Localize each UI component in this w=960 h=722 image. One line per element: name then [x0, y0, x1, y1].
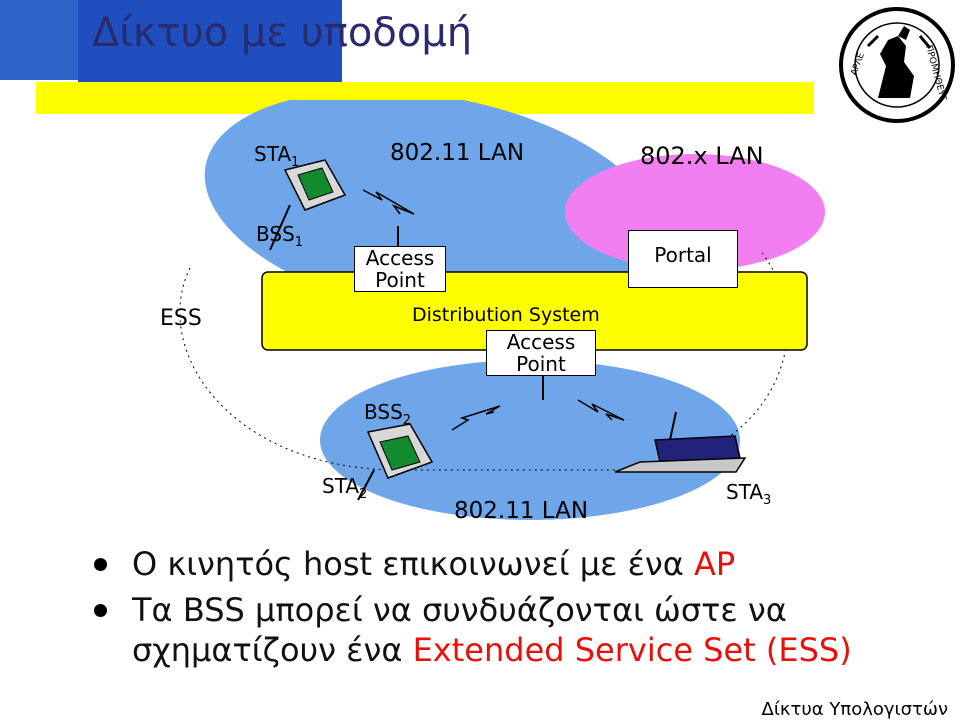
page-title: Δίκτυο με υποδομή	[92, 10, 473, 56]
sta2-device-icon	[357, 423, 434, 501]
bss1-label: BSS1	[256, 222, 304, 250]
ess-label: ESS	[160, 306, 202, 331]
bss2-ellipse	[320, 360, 740, 520]
bullet-item: Τα BSS μπορεί να συνδυάζονται ώστε να σχ…	[94, 590, 940, 670]
footer-text: Δίκτυα Υπολογιστών	[761, 699, 948, 720]
distribution-system-label: Distribution System	[412, 304, 600, 326]
sta1-label: STA1	[254, 142, 300, 170]
sta3-label: STA3	[726, 480, 772, 508]
sta1-device-icon	[269, 159, 347, 251]
bullet-dot-icon	[94, 604, 107, 617]
bullet-list: Ο κινητός host επικοινωνεί με ένα AP Τα …	[94, 544, 940, 670]
bullet-dot-icon	[94, 558, 107, 571]
wireless-signal-icon	[362, 189, 415, 215]
wireless-signal-icon	[451, 405, 501, 431]
sta3-laptop-icon	[614, 411, 747, 473]
sta2-label: STA2	[322, 474, 368, 502]
bss2-label: BSS2	[364, 400, 412, 428]
university-seal-logo: ΑΡΛΕ ΠΡΟΜΗΘΕΥΣ	[839, 7, 955, 123]
bss1-ellipse	[204, 100, 660, 322]
bullet-item: Ο κινητός host επικοινωνεί με ένα AP	[94, 544, 940, 584]
wireless-signal-icon	[577, 399, 625, 421]
lan-x-label: 802.x LAN	[640, 142, 764, 170]
lan-top-label: 802.11 LAN	[390, 140, 525, 166]
lan-bottom-label: 802.11 LAN	[454, 498, 589, 524]
portal-box: Portal	[628, 230, 738, 288]
